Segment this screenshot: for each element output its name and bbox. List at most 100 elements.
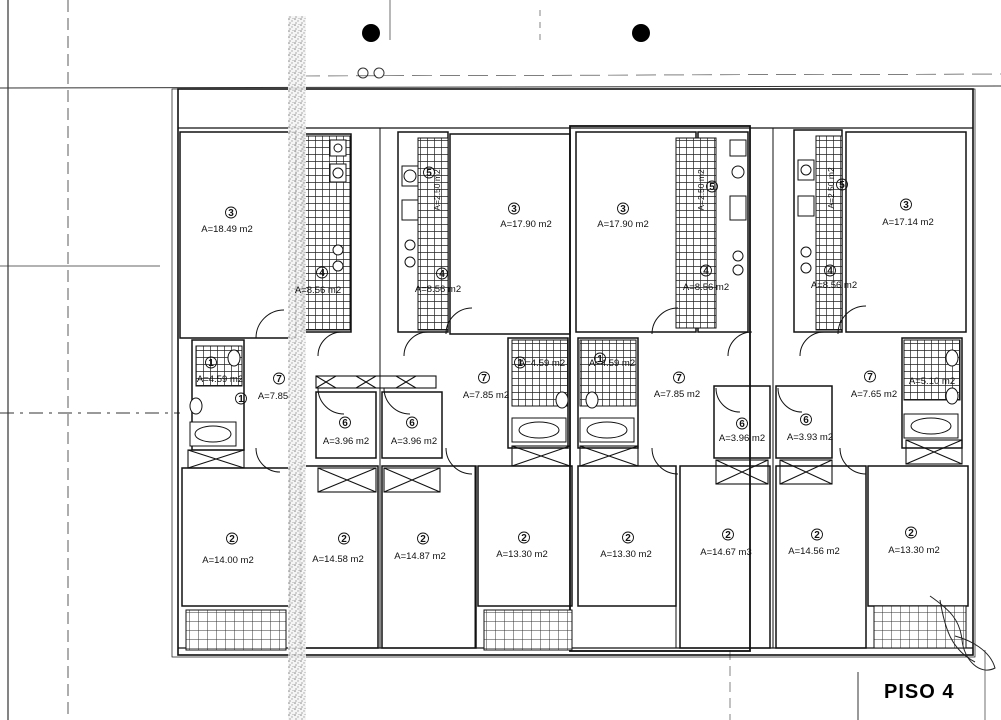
room-number-circle	[811, 528, 823, 541]
room-area-label: A=3.96 m2	[391, 436, 437, 447]
room-number: 6	[409, 418, 415, 429]
room-number-circle	[406, 416, 418, 429]
room-number: 1	[597, 354, 603, 365]
room-number: 2	[625, 533, 631, 544]
room-number: 5	[839, 180, 845, 191]
room-number: 3	[903, 200, 909, 211]
room-number: 7	[867, 372, 873, 383]
room-area-label: A=14.87 m2	[394, 551, 446, 562]
room-number-circle	[273, 372, 285, 385]
room-number-circle	[673, 371, 685, 384]
stamp-scribble	[929, 595, 996, 671]
room-area-label: A=8.56 m2	[415, 284, 461, 295]
room-number: 2	[814, 530, 820, 541]
room-number-circle	[905, 526, 917, 539]
room-number: 2	[908, 528, 914, 539]
room-area-label: A=13.30 m2	[600, 549, 652, 560]
room-area-label: A=2.50 m2	[432, 169, 442, 211]
room-number: 7	[481, 373, 487, 384]
room-number-circle	[622, 531, 634, 544]
room-area-label: A=17.90 m2	[597, 219, 649, 230]
room-number-circle	[235, 392, 247, 405]
room-number-circle	[518, 531, 530, 544]
closets	[187, 375, 963, 493]
room-number-circle	[864, 370, 876, 383]
room-number-circle	[514, 356, 526, 369]
room-number-circle	[900, 198, 912, 211]
room-number: 2	[229, 534, 235, 545]
room-number: 6	[342, 418, 348, 429]
room-area-label: A=17.14 m2	[882, 217, 934, 228]
binder-ring-icon	[357, 67, 385, 79]
fixtures	[189, 139, 959, 447]
room-number: 3	[511, 204, 517, 215]
room-number-circle	[226, 532, 238, 545]
room-number-circle	[423, 166, 435, 179]
room-area-label: A=7.85 m2	[654, 389, 700, 400]
room-number-circle	[417, 532, 429, 545]
room-number-circle	[338, 532, 350, 545]
room-area-label: A=14.67 m3	[700, 547, 752, 558]
room-number: 4	[703, 266, 709, 277]
room-area-label: A=17.90 m2	[500, 219, 552, 230]
room-area-label: A=8.56 m2	[811, 280, 857, 291]
room-number: 2	[521, 533, 527, 544]
room-number: 1	[208, 358, 214, 369]
room-area-label: A=4.59 m2	[519, 358, 565, 369]
room-area-label: A=7.85	[258, 391, 288, 402]
room-number: 1	[238, 394, 244, 405]
room-area-label: A=8.56 m2	[683, 282, 729, 293]
room-number: 6	[803, 415, 809, 426]
room-number-circle	[339, 416, 351, 429]
room-area-label: A=2.50 m2	[826, 167, 836, 209]
room-number-circle	[316, 266, 328, 279]
room-number: 5	[426, 168, 432, 179]
room-area-label: A=18.49 m2	[201, 224, 253, 235]
room-number-circle	[824, 264, 836, 277]
room-number: 4	[439, 269, 445, 280]
room-number: 4	[827, 266, 833, 277]
room-area-label: A=13.30 m2	[496, 549, 548, 560]
room-number-circle	[836, 178, 848, 191]
room-number: 7	[276, 374, 282, 385]
room-number: 6	[739, 419, 745, 430]
room-number: 3	[620, 204, 626, 215]
room-number-circle	[225, 206, 237, 219]
room-area-label: A=14.58 m2	[312, 554, 364, 565]
room-area-label: A=4.59 m2	[589, 358, 635, 369]
floor-title: PISO 4	[884, 681, 955, 703]
room-area-label: A=14.00 m2	[202, 555, 254, 566]
room-number-circle	[436, 267, 448, 280]
room-area-label: A=7.65 m2	[851, 389, 897, 400]
room-area-label: A=2.50 m2	[696, 169, 706, 211]
room-area-label: A=4.59 m2	[197, 374, 243, 385]
room-area-label: A=7.85 m2	[463, 390, 509, 401]
room-number: 2	[725, 530, 731, 541]
room-number-circle	[617, 202, 629, 215]
room-number: 2	[420, 534, 426, 545]
room-number-circle	[800, 413, 812, 426]
room-area-label: A=14.56 m2	[788, 546, 840, 557]
room-area-label: A=5.10 m2	[909, 376, 955, 387]
room-number-circle	[706, 180, 718, 193]
room-area-label: A=3.96 m2	[719, 433, 765, 444]
room-area-label: A=3.96 m2	[323, 436, 369, 447]
room-number: 5	[709, 182, 715, 193]
punch-hole	[632, 24, 650, 42]
punch-hole	[362, 24, 380, 42]
room-area-label: A=3.93 m2	[787, 432, 833, 443]
room-number-circle	[722, 528, 734, 541]
room-area-label: A=13.30 m2	[888, 545, 940, 556]
room-number: 7	[676, 373, 682, 384]
room-number-circle	[508, 202, 520, 215]
room-number-circle	[205, 356, 217, 369]
room-number-circle	[700, 264, 712, 277]
room-number-circle	[478, 371, 490, 384]
room-number: 4	[319, 268, 325, 279]
room-number-circle	[736, 417, 748, 430]
scan-noise-band	[288, 16, 306, 720]
room-number: 1	[517, 358, 523, 369]
